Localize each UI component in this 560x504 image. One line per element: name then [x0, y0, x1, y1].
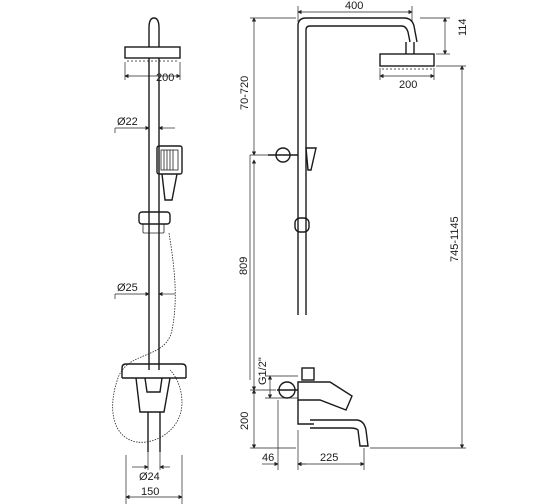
- diverter-valve-side: [301, 367, 315, 381]
- rail-height-label: 809: [238, 257, 250, 275]
- mixer-height-label: 200: [239, 412, 251, 430]
- riser-top-bend: [148, 17, 160, 47]
- head-width-label: 200: [156, 72, 174, 84]
- shower-hose: [112, 232, 183, 443]
- side-head-width-label: 200: [399, 79, 417, 91]
- adjust-range-label: 70-720: [239, 76, 251, 110]
- bath-spout-side: [310, 419, 369, 447]
- hand-shower-head: [156, 145, 183, 175]
- rain-shower-head-side: [379, 53, 435, 67]
- slider-side: [294, 217, 310, 233]
- mixer-lever: [135, 377, 171, 413]
- mixer-valve-body: [121, 363, 187, 378]
- sliding-bracket: [138, 211, 171, 225]
- rain-shower-head: [124, 46, 181, 59]
- arm-length-label: 400: [345, 0, 363, 12]
- total-range-label: 745-1145: [449, 216, 461, 262]
- front-view: 200 Ø22 Ø25: [112, 17, 187, 504]
- base-width-label: 150: [141, 486, 159, 498]
- upper-pipe-diameter-label: Ø22: [117, 116, 138, 128]
- side-view: 400 114 200 70-720 809: [238, 0, 469, 470]
- lower-pipe-diameter-label: Ø25: [117, 282, 138, 294]
- hand-shower-side: [305, 147, 317, 171]
- spout-diameter-label: Ø24: [139, 471, 160, 483]
- overhead-arm: [297, 17, 418, 315]
- mixer-cartridge: [144, 377, 163, 393]
- spout-length-label: 225: [320, 452, 338, 464]
- hand-shower-handle: [161, 173, 178, 201]
- head-drop-label: 114: [457, 18, 469, 36]
- inlet-offset-label: 46: [262, 452, 274, 464]
- mixer-body-side: [297, 381, 353, 411]
- thread-label: G1/2": [257, 357, 269, 385]
